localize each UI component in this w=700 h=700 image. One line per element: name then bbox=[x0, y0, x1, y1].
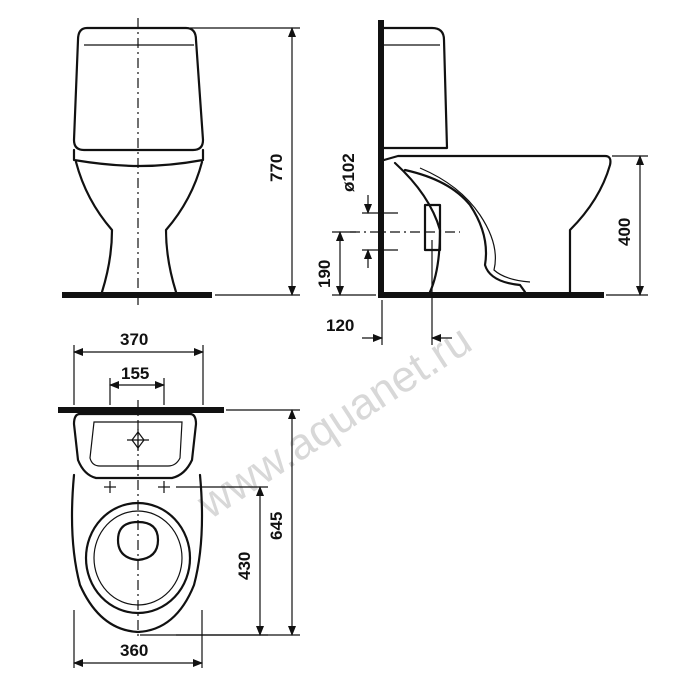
front-view bbox=[62, 18, 212, 305]
side-view bbox=[350, 20, 612, 298]
dimension-total-height: 770 bbox=[190, 27, 300, 296]
watermark: www.aquanet.ru bbox=[188, 315, 480, 528]
label-400: 400 bbox=[615, 218, 634, 246]
dimension-outlet-offset: 120 bbox=[326, 240, 452, 345]
dimension-bowl-height: 400 bbox=[606, 155, 648, 296]
dimension-mount-spacing: 155 bbox=[109, 364, 165, 405]
dimension-tank-width: 370 bbox=[73, 330, 204, 405]
label-430: 430 bbox=[235, 552, 254, 580]
label-155: 155 bbox=[121, 364, 149, 383]
dimension-outlet-diameter: ø102 bbox=[339, 153, 398, 268]
label-645: 645 bbox=[267, 512, 286, 540]
label-190: 190 bbox=[315, 260, 334, 288]
label-diameter-102: ø102 bbox=[339, 153, 358, 192]
dimension-outlet-height: 190 bbox=[315, 231, 376, 296]
top-view bbox=[58, 400, 224, 640]
label-770: 770 bbox=[267, 154, 286, 182]
label-370: 370 bbox=[120, 330, 148, 349]
label-120: 120 bbox=[326, 316, 354, 335]
dimension-seat-length: 430 bbox=[176, 486, 268, 636]
dimension-bowl-width: 360 bbox=[73, 610, 203, 668]
label-360: 360 bbox=[120, 641, 148, 660]
